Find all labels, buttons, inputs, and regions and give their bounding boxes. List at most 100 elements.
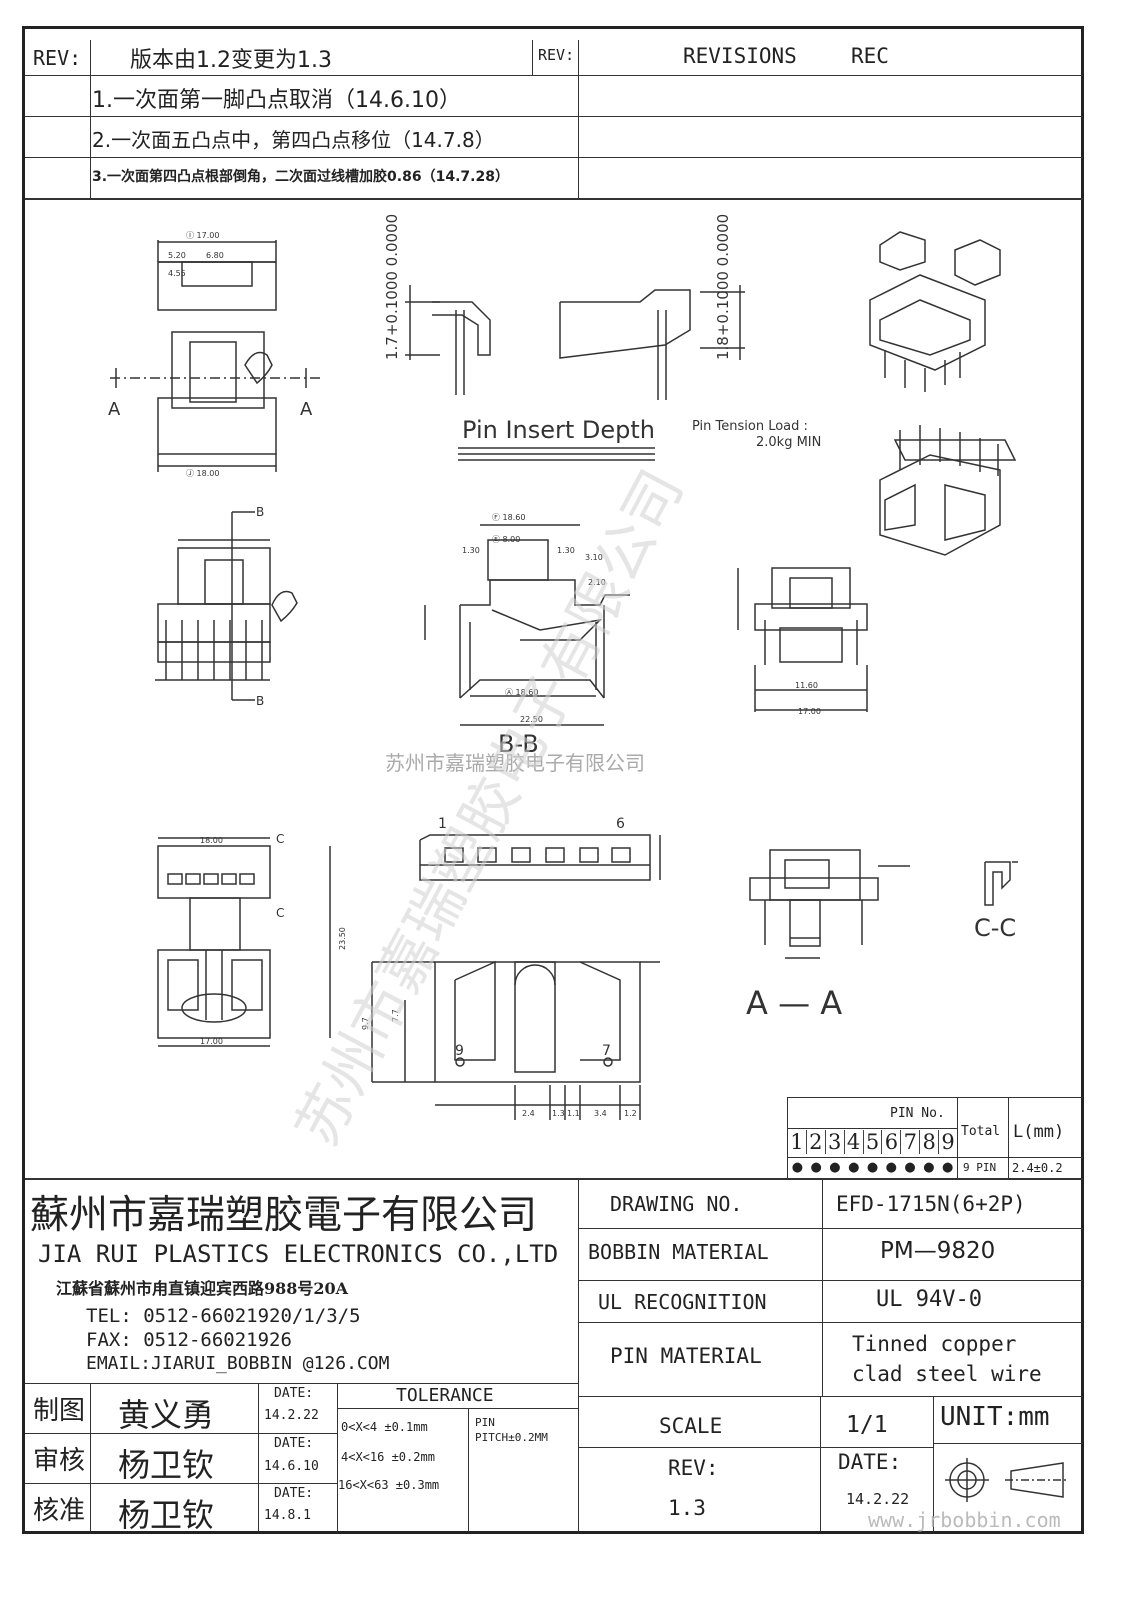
revisions-header: REVISIONS bbox=[683, 44, 797, 68]
company-email: EMAIL:JIARUI_BOBBIN @126.COM bbox=[86, 1353, 390, 1374]
bottom-center-view bbox=[371, 960, 660, 1120]
bobbin-material-label: BOBBIN MATERIAL bbox=[588, 1240, 769, 1264]
pin-dot-icon: ● bbox=[941, 1160, 954, 1175]
signoff-date-checked: 14.6.10 bbox=[264, 1459, 319, 1474]
c-marker-bottom: C bbox=[276, 906, 284, 920]
scale-label: SCALE bbox=[659, 1414, 723, 1438]
rev-label: REV: bbox=[33, 46, 82, 70]
signoff-date-label-drawn: DATE: bbox=[274, 1386, 314, 1401]
pin-tension-line-2: 2.0kg MIN bbox=[756, 435, 821, 450]
technical-drawing: Ⓘ 17.00 5.20 6.80 4.55 Ⓙ 18.00 Ⓕ 18.60 Ⓔ… bbox=[108, 214, 1018, 1157]
dim-455: 4.55 bbox=[168, 269, 186, 278]
projection-symbol-icon bbox=[945, 1458, 1069, 1502]
pin-label-7: 7 bbox=[602, 1043, 611, 1059]
section-cc-label: C-C bbox=[974, 914, 1016, 942]
watermark-center: 苏州市嘉瑞塑胶电子有限公司 bbox=[385, 751, 645, 775]
signoff-name-approved: 杨卫钦 bbox=[118, 1496, 215, 1534]
rev-value-tb: 1.3 bbox=[668, 1496, 706, 1520]
revision-item-2: 2.一次面五凸点中，第四凸点移位（14.7.8） bbox=[92, 128, 495, 152]
pin-material-1: Tinned copper bbox=[852, 1332, 1017, 1356]
pin-dot-icon: ● bbox=[791, 1160, 804, 1175]
pin-table-l-label: L(mm) bbox=[1013, 1122, 1065, 1142]
c-marker-top: C bbox=[276, 832, 284, 846]
dim-24: 2.4 bbox=[522, 1109, 535, 1118]
dim-right-depth: 1.8+0.1000 0.0000 bbox=[714, 214, 732, 360]
pin-table-header: PIN No. bbox=[890, 1106, 945, 1121]
pin-dot-icon: ● bbox=[923, 1160, 935, 1175]
ul-recognition: UL 94V-0 bbox=[876, 1287, 982, 1312]
drawing-no: EFD-1715N(6+2P) bbox=[836, 1192, 1026, 1216]
pin-number: 4 bbox=[845, 1130, 864, 1154]
pin-length: 2.4±0.2 bbox=[1012, 1161, 1063, 1175]
dim-f: Ⓕ 18.60 bbox=[492, 513, 525, 522]
company-fax: FAX: 0512-66021926 bbox=[86, 1329, 292, 1351]
pin-number: 1 bbox=[788, 1130, 807, 1154]
signoff-role-drawn: 制图 bbox=[33, 1396, 86, 1426]
signoff-date-label-checked: DATE: bbox=[274, 1436, 314, 1451]
revision-item-1: 1.一次面第一脚凸点取消（14.6.10） bbox=[92, 88, 461, 113]
dim-1800: 18.00 bbox=[200, 836, 223, 845]
b-marker-top: B bbox=[256, 505, 264, 519]
pin-label-1: 1 bbox=[438, 816, 447, 832]
rev-title: 版本由1.2变更为1.3 bbox=[130, 48, 332, 73]
pin-insert-depth-label: Pin Insert Depth bbox=[462, 416, 655, 444]
dim-520: 5.20 bbox=[168, 251, 186, 260]
signoff-name-drawn: 黄义勇 bbox=[118, 1396, 215, 1434]
pin-dot-icon: ● bbox=[866, 1160, 879, 1175]
company-name-cn: 蘇州市嘉瑞塑胶電子有限公司 bbox=[30, 1193, 538, 1238]
dim-13: 1.3 bbox=[552, 1109, 565, 1118]
pin-number: 8 bbox=[920, 1130, 940, 1154]
unit-label: UNIT:mm bbox=[940, 1402, 1050, 1432]
pin-pitch-2: PITCH±0.2MM bbox=[475, 1431, 548, 1444]
dim-130a: 1.30 bbox=[462, 546, 480, 555]
dim-2350: 23.50 bbox=[338, 927, 347, 950]
watermark-diagonal: 苏州市嘉瑞塑胶电子有限公司 bbox=[282, 459, 696, 1157]
isometric-views bbox=[869, 231, 1017, 556]
dim-77: 7.7 bbox=[391, 1009, 400, 1022]
pin-tension-line-1: Pin Tension Load : bbox=[692, 419, 808, 434]
section-bb bbox=[424, 524, 630, 726]
front-view bbox=[155, 511, 298, 701]
b-marker-bottom: B bbox=[256, 694, 264, 708]
tolerance-title: TOLERANCE bbox=[396, 1385, 494, 1406]
dim-j: Ⓙ 18.00 bbox=[186, 469, 219, 478]
dim-12: 1.2 bbox=[624, 1109, 637, 1118]
tolerance-3: 16<X<63 ±0.3mm bbox=[338, 1478, 440, 1492]
dim-bb-width: 22.50 bbox=[520, 715, 543, 724]
dim-34: 3.4 bbox=[594, 1109, 607, 1118]
signoff-date-approved: 14.8.1 bbox=[264, 1508, 311, 1523]
dim-1700: 17.00 bbox=[200, 1037, 223, 1046]
top-view bbox=[110, 240, 320, 472]
dim-e: Ⓔ 8.00 bbox=[492, 535, 520, 544]
rev-label-2: REV: bbox=[538, 46, 575, 64]
pin-table-total: Total bbox=[961, 1124, 1001, 1139]
pin-dots: ● ● ● ● ● ● ● ● ● bbox=[788, 1160, 957, 1175]
bottom-view bbox=[157, 837, 331, 1047]
scale-value: 1/1 bbox=[846, 1412, 888, 1438]
drawing-frame bbox=[22, 26, 1084, 1534]
dim-i: Ⓘ 17.00 bbox=[186, 231, 219, 240]
label-a-left: A bbox=[108, 399, 121, 420]
rec-header: REC bbox=[851, 44, 889, 68]
tolerance-2: 4<X<16 ±0.2mm bbox=[341, 1450, 435, 1464]
pin-numbers: 1 2 3 4 5 6 7 8 9 bbox=[788, 1130, 957, 1154]
dim-11: 1.1 bbox=[567, 1109, 580, 1118]
pin-number: 2 bbox=[807, 1130, 826, 1154]
pin-number: 5 bbox=[864, 1130, 883, 1154]
dim-310: 3.10 bbox=[585, 553, 603, 562]
dim-97: 9.7 bbox=[361, 1017, 370, 1030]
date-value-tb: 14.2.22 bbox=[846, 1490, 910, 1508]
pin-dot-icon: ● bbox=[829, 1160, 841, 1175]
side-view-right bbox=[737, 567, 868, 712]
signoff-date-label-approved: DATE: bbox=[274, 1486, 314, 1501]
company-address: 江蘇省蘇州市甪直镇迎宾西路988号20A bbox=[56, 1279, 349, 1298]
tolerance-1: 0<X<4 ±0.1mm bbox=[341, 1420, 428, 1434]
pin-pitch-1: PIN bbox=[475, 1416, 495, 1429]
dim-680: 6.80 bbox=[206, 251, 224, 260]
signoff-role-approved: 核准 bbox=[33, 1496, 86, 1526]
pin-dot-icon: ● bbox=[885, 1160, 897, 1175]
section-cc bbox=[984, 861, 1018, 906]
pin-material-label: PIN MATERIAL bbox=[610, 1344, 762, 1368]
pin-number: 6 bbox=[882, 1130, 902, 1154]
date-label-tb: DATE: bbox=[838, 1450, 902, 1474]
